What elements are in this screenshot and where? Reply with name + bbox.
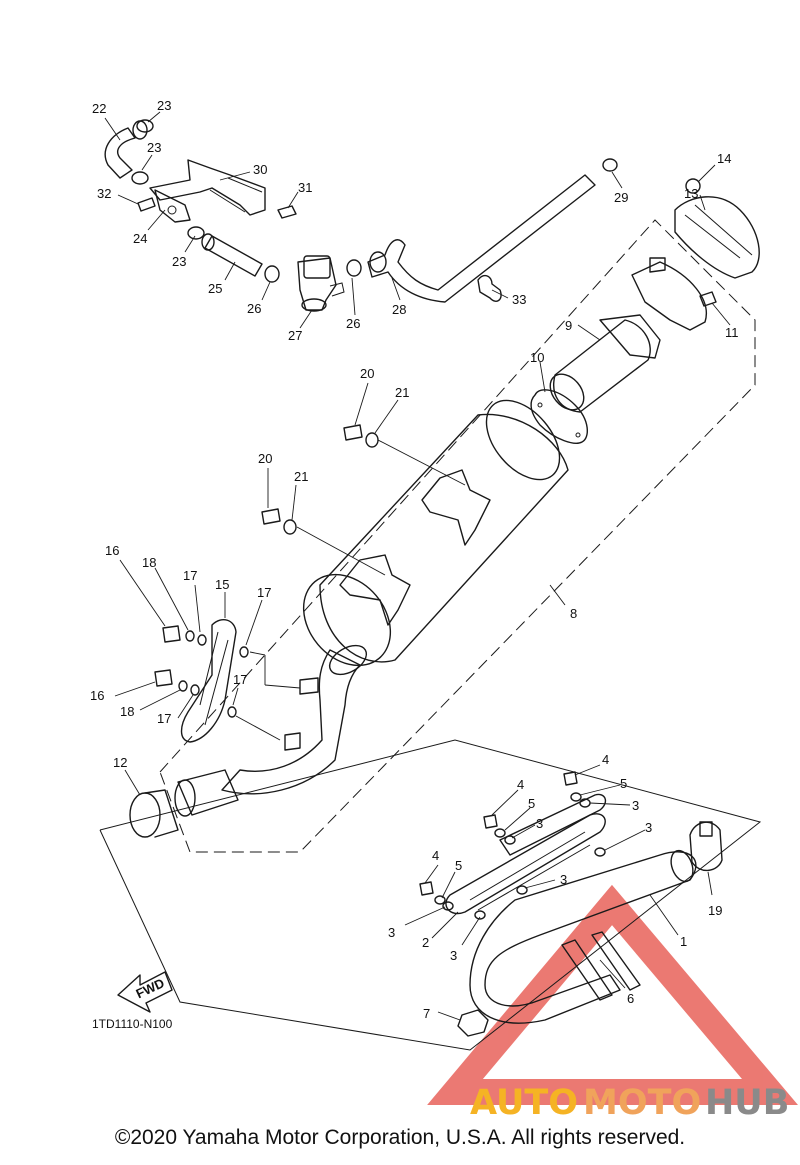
callout-3f: 3 — [450, 948, 457, 963]
exhaust-pipe-assembly-outline — [99, 739, 762, 1051]
leader-lines — [104, 111, 731, 1021]
callout-12: 12 — [113, 755, 127, 770]
callout-13: 13 — [684, 186, 698, 201]
callout-24: 24 — [133, 231, 147, 246]
part-callouts: 22 23 23 30 31 32 24 23 25 26 27 26 28 2… — [90, 98, 739, 1021]
callout-3c: 3 — [645, 820, 652, 835]
watermark-word-hub: HUB — [705, 1083, 789, 1123]
forward-direction-arrow: FWD — [117, 971, 173, 1013]
callout-15: 15 — [215, 577, 229, 592]
callout-17a: 17 — [183, 568, 197, 583]
callout-19: 19 — [708, 903, 722, 918]
callout-4c: 4 — [432, 848, 439, 863]
callout-21a: 21 — [395, 385, 409, 400]
callout-5a: 5 — [528, 796, 535, 811]
callout-22: 22 — [92, 101, 106, 116]
air-induction-system — [104, 119, 618, 312]
callout-28: 28 — [392, 302, 406, 317]
callout-7: 7 — [423, 1006, 430, 1021]
callout-21b: 21 — [294, 469, 308, 484]
diagram-reference-code: 1TD1110-N100 — [92, 1017, 173, 1031]
watermark-logo-text: AUTO MOTO HUB — [470, 1083, 789, 1123]
callout-23a: 23 — [157, 98, 171, 113]
callout-1: 1 — [680, 934, 687, 949]
copyright-notice: ©2020 Yamaha Motor Corporation, U.S.A. A… — [114, 1126, 686, 1149]
callout-18b: 18 — [120, 704, 134, 719]
callout-18a: 18 — [142, 555, 156, 570]
callout-5b: 5 — [620, 776, 627, 791]
callout-17b: 17 — [257, 585, 271, 600]
watermark-logo-triangle — [427, 884, 799, 1105]
callout-30: 30 — [253, 162, 267, 177]
muffler-body — [129, 399, 569, 838]
callout-6: 6 — [627, 991, 634, 1006]
callout-17c: 17 — [157, 711, 171, 726]
spark-arrestor-parts — [530, 178, 760, 444]
exhaust-header-pipe — [419, 771, 723, 1037]
callout-32: 32 — [97, 186, 111, 201]
callout-23b: 23 — [147, 140, 161, 155]
watermark-word-moto: MOTO — [583, 1083, 701, 1123]
callout-3a: 3 — [536, 816, 543, 831]
callout-11: 11 — [725, 325, 739, 340]
callout-17d: 17 — [233, 672, 247, 687]
callout-20a: 20 — [360, 366, 374, 381]
callout-2: 2 — [422, 935, 429, 950]
callout-3d: 3 — [560, 872, 567, 887]
callout-26b: 26 — [346, 316, 360, 331]
callout-27: 27 — [288, 328, 302, 343]
callout-16b: 16 — [90, 688, 104, 703]
callout-26a: 26 — [247, 301, 261, 316]
callout-3e: 3 — [388, 925, 395, 940]
callout-14: 14 — [717, 151, 731, 166]
callout-31: 31 — [298, 180, 312, 195]
callout-29: 29 — [614, 190, 628, 205]
callout-9: 9 — [565, 318, 572, 333]
callout-33: 33 — [512, 292, 526, 307]
callout-16a: 16 — [105, 543, 119, 558]
muffler-assembly-outline — [159, 219, 756, 853]
callout-25: 25 — [208, 281, 222, 296]
callout-10: 10 — [530, 350, 544, 365]
mounting-hardware — [154, 424, 379, 743]
callout-20b: 20 — [258, 451, 272, 466]
callout-3b: 3 — [632, 798, 639, 813]
callout-4a: 4 — [517, 777, 524, 792]
callout-5c: 5 — [455, 858, 462, 873]
callout-23c: 23 — [172, 254, 186, 269]
watermark-word-auto: AUTO — [470, 1083, 578, 1123]
callout-4b: 4 — [602, 752, 609, 767]
callout-8: 8 — [570, 606, 577, 621]
fwd-badge-label: FWD — [134, 975, 167, 1001]
